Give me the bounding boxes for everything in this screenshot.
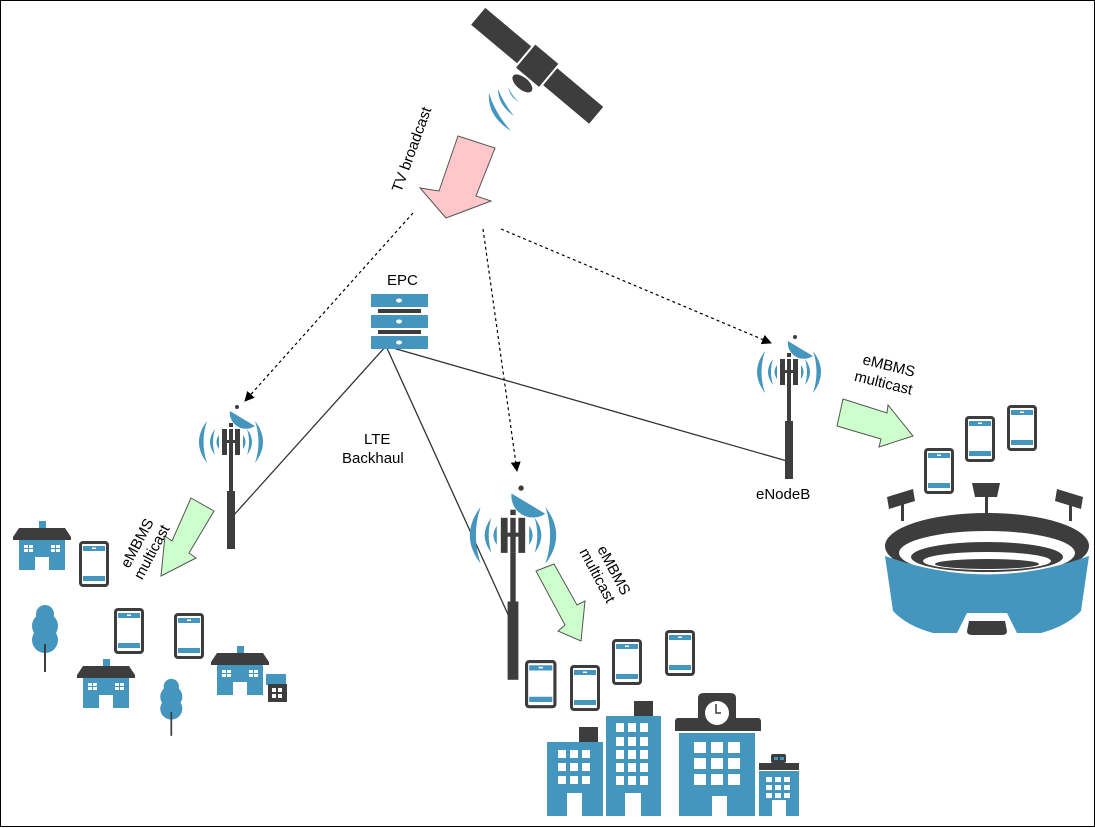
- house-icon: [77, 659, 135, 708]
- enodeb-label: eNodeB: [756, 486, 810, 503]
- stadium-area: [885, 405, 1089, 635]
- phone-icon: [525, 660, 557, 709]
- satellite-icon: [471, 7, 604, 124]
- cell-tower-right-icon: [757, 335, 821, 479]
- phone-icon: [612, 639, 642, 685]
- phone-icon: [924, 448, 954, 494]
- phone-icon: [1007, 405, 1037, 451]
- tree-icon: [160, 678, 183, 736]
- house-icon: [13, 521, 71, 570]
- office-building-icon: [606, 701, 661, 816]
- broadcast-links: [244, 212, 772, 472]
- stadium-icon: [885, 483, 1089, 635]
- phone-icon: [965, 416, 995, 462]
- small-building-icon: [759, 754, 799, 816]
- epc-server-stack-icon: [371, 294, 428, 349]
- clock-tower-building-icon: [675, 693, 761, 816]
- backhaul-link-left: [232, 345, 387, 517]
- phone-icon: [79, 541, 109, 587]
- garage-icon: [266, 674, 287, 702]
- broadcast-link-left: [244, 212, 414, 402]
- tv-broadcast-label: TV broadcast: [389, 104, 436, 194]
- office-building-icon: [547, 727, 603, 816]
- satellite-signal-icon: [488, 87, 519, 131]
- broadcast-link-right: [500, 228, 772, 345]
- tv-broadcast-arrow: [418, 135, 496, 219]
- backhaul-link-center: [385, 345, 512, 622]
- city-area: [525, 630, 799, 816]
- lte-backhaul-label-line2: Backhaul: [342, 450, 404, 467]
- epc-label: EPC: [387, 272, 418, 289]
- multicast-label-right: eMBMS multicast: [853, 351, 917, 399]
- phone-icon: [114, 608, 144, 654]
- phone-icon: [665, 630, 695, 676]
- house-icon: [211, 646, 269, 695]
- cell-tower-left-icon: [199, 405, 263, 549]
- lte-backhaul-links: [232, 345, 788, 622]
- residential-area: [13, 521, 287, 736]
- broadcast-link-center: [482, 228, 521, 472]
- multicast-arrow-left: [160, 497, 215, 577]
- multicast-arrow-center: [535, 563, 586, 642]
- lte-backhaul-label-line1: LTE: [364, 431, 390, 448]
- multicast-label-center: eMBMS multicast: [576, 543, 634, 607]
- phone-icon: [174, 613, 204, 659]
- phone-icon: [570, 665, 600, 711]
- backhaul-link-right: [385, 345, 788, 462]
- tree-icon: [32, 605, 58, 672]
- multicast-arrow-right: [836, 398, 914, 448]
